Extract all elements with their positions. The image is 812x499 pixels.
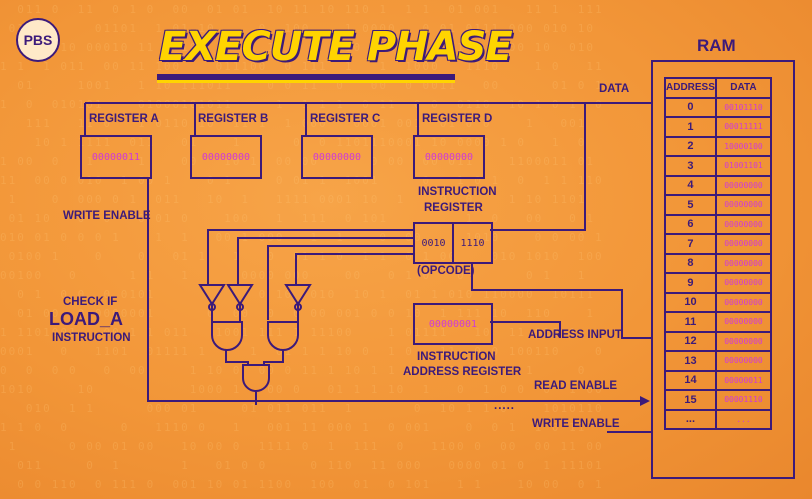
iar-label-1: INSTRUCTION bbox=[417, 351, 496, 363]
register-c: 00000000 bbox=[301, 135, 373, 179]
ram-address-cell: 7 bbox=[664, 233, 717, 255]
ram-address-cell: 2 bbox=[664, 135, 717, 157]
title-block: EXECUTE PHASE bbox=[159, 24, 513, 70]
data-to-ir-wire bbox=[490, 103, 586, 231]
ram-address-cell: 8 bbox=[664, 252, 717, 274]
ram-address-cell: 5 bbox=[664, 194, 717, 216]
ram-address-cell: 4 bbox=[664, 174, 717, 196]
ram-data-cell: 00001110 bbox=[714, 389, 773, 411]
ram-data-cell: 00000000 bbox=[714, 311, 773, 333]
ram-data-cell: 00011111 bbox=[714, 116, 773, 138]
register-b: 00000000 bbox=[190, 135, 262, 179]
address-input-wire bbox=[471, 262, 651, 339]
ram-data-cell: 10000100 bbox=[714, 135, 773, 157]
not-gates bbox=[198, 284, 312, 311]
ram-address-cell: 3 bbox=[664, 155, 717, 177]
ram-data-cell: 00000000 bbox=[714, 174, 773, 196]
write-enable-line-a bbox=[147, 178, 640, 402]
ram-data-cell: 00000000 bbox=[714, 252, 773, 274]
ram-data-cell: 00000000 bbox=[714, 330, 773, 352]
ram-address-cell: 12 bbox=[664, 330, 717, 352]
instruction-register: 0010 1110 bbox=[413, 222, 493, 264]
ram-address-cell: 14 bbox=[664, 369, 717, 391]
instruction-address-register: 00000001 bbox=[413, 303, 493, 345]
ram-address-cell: 15 bbox=[664, 389, 717, 411]
ram-data-cell: 00000000 bbox=[714, 194, 773, 216]
operand-field: 1110 bbox=[460, 237, 485, 249]
ram-data-cell: 00000000 bbox=[714, 272, 773, 294]
ram-title: RAM bbox=[697, 36, 736, 55]
pbs-logo: PBS bbox=[16, 18, 60, 62]
ram-data-cell: 00000011 bbox=[714, 369, 773, 391]
ram-row: ...... bbox=[664, 408, 773, 430]
ram-data-cell: 00000000 bbox=[714, 233, 773, 255]
ram-address-cell: ... bbox=[664, 408, 717, 430]
address-input-label: ADDRESS INPUT bbox=[528, 329, 622, 341]
read-enable-label: READ ENABLE bbox=[534, 380, 618, 392]
ram-header-address: ADDRESS bbox=[664, 77, 717, 99]
ram-data-cell: 01001101 bbox=[714, 155, 773, 177]
iar-label-2: ADDRESS REGISTER bbox=[403, 366, 522, 378]
register-a: 00000011 bbox=[80, 135, 152, 179]
ram-address-cell: 0 bbox=[664, 96, 717, 118]
ram-data-cell: ... bbox=[714, 408, 773, 430]
data-label: DATA bbox=[599, 83, 630, 95]
ram-data-cell: 00000000 bbox=[714, 350, 773, 372]
instruction-label: INSTRUCTION bbox=[52, 332, 131, 344]
ram-block bbox=[651, 60, 795, 479]
ram-data-cell: 00000000 bbox=[714, 291, 773, 313]
ram-address-cell: 11 bbox=[664, 311, 717, 333]
register-d-label: REGISTER D bbox=[422, 113, 493, 125]
register-data-taps bbox=[84, 103, 419, 135]
write-enable-bottom-label: WRITE ENABLE bbox=[532, 418, 620, 430]
ram-address-cell: 13 bbox=[664, 350, 717, 372]
instruction-register-label-2: REGISTER bbox=[424, 202, 483, 214]
instruction-register-label-1: INSTRUCTION bbox=[418, 186, 497, 198]
page-title: EXECUTE PHASE bbox=[159, 24, 513, 70]
register-a-label: REGISTER A bbox=[89, 113, 159, 125]
opcode-field: 0010 bbox=[415, 224, 454, 262]
write-enable-label: WRITE ENABLE bbox=[63, 210, 151, 222]
and-gates bbox=[211, 321, 299, 392]
read-enable-arrowhead bbox=[640, 396, 650, 406]
load-a-label: LOAD_A bbox=[49, 309, 124, 329]
ram-data-cell: 00101110 bbox=[714, 96, 773, 118]
dots-label: ..... bbox=[494, 400, 515, 412]
check-if-label: CHECK IF bbox=[63, 296, 118, 308]
ram-address-cell: 6 bbox=[664, 213, 717, 235]
opcode-label: (OPCODE) bbox=[417, 265, 475, 277]
title-underline bbox=[157, 74, 455, 83]
ram-address-cell: 1 bbox=[664, 116, 717, 138]
register-b-label: REGISTER B bbox=[198, 113, 269, 125]
ram-address-cell: 10 bbox=[664, 291, 717, 313]
ram-data-cell: 00000000 bbox=[714, 213, 773, 235]
ram-address-cell: 9 bbox=[664, 272, 717, 294]
ram-header-data: DATA bbox=[714, 77, 773, 99]
register-d: 00000000 bbox=[413, 135, 485, 179]
register-c-label: REGISTER C bbox=[310, 113, 381, 125]
